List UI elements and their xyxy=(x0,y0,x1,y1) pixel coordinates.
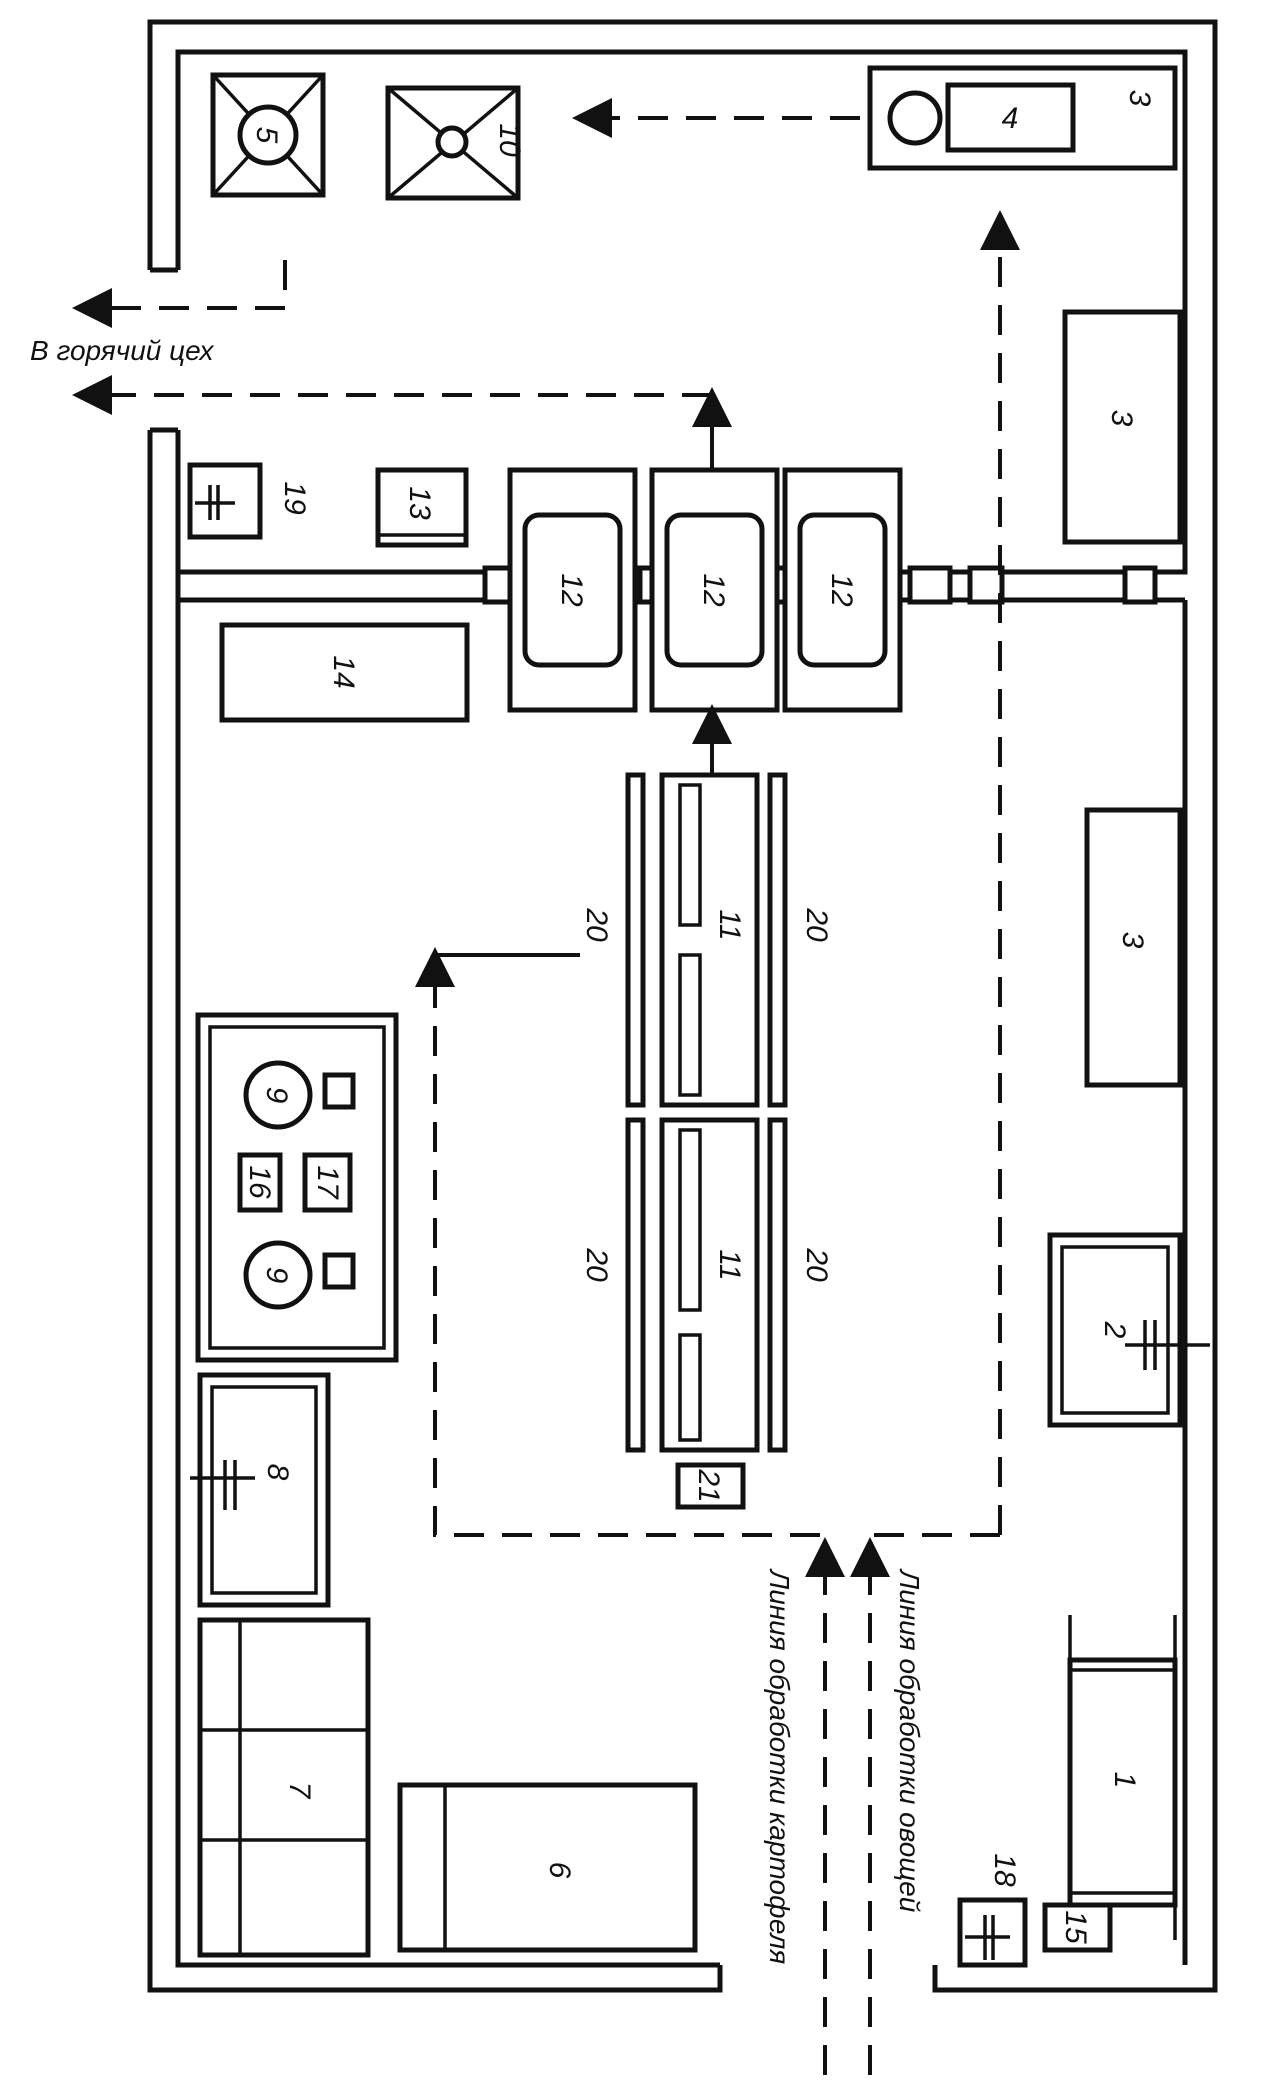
equipment-7: 7 xyxy=(197,1617,371,1958)
equipment-3-upper: 3 xyxy=(1062,309,1183,545)
label-10: 10 xyxy=(493,123,526,157)
label-4: 4 xyxy=(1002,102,1019,135)
label-1: 1 xyxy=(1108,1772,1141,1789)
label-12c: 12 xyxy=(825,573,858,607)
potato-line-label: Линия обработки картофеля xyxy=(764,1568,795,1964)
walls xyxy=(147,19,1218,1993)
equipment-3-4: 4 3 xyxy=(867,65,1178,171)
equipment-2: 2 xyxy=(1047,1232,1210,1428)
label-12b: 12 xyxy=(697,573,730,607)
equipment-12-left: 12 xyxy=(507,467,638,713)
label-11a: 11 xyxy=(713,909,746,940)
label-5: 5 xyxy=(250,127,283,144)
equipment-21: 21 xyxy=(675,1462,746,1510)
equipment-1: 1 xyxy=(1067,1615,1178,1940)
label-18: 18 xyxy=(988,1853,1021,1887)
label-9b: 9 xyxy=(260,1267,293,1284)
equipment-9-16-17: 9 16 17 9 xyxy=(195,1012,399,1363)
label-21: 21 xyxy=(692,1468,725,1502)
equipment-18: 18 xyxy=(957,1853,1028,1968)
vegetable-line-label: Линия обработки овощей xyxy=(894,1568,925,1913)
equipment-10: 10 xyxy=(385,85,526,201)
label-3b: 3 xyxy=(1105,410,1138,427)
label-20b: 20 xyxy=(580,1247,613,1282)
equipment-13: 13 xyxy=(375,467,469,548)
label-7: 7 xyxy=(283,1782,316,1800)
equipment-15: 15 xyxy=(1042,1902,1113,1953)
label-6: 6 xyxy=(543,1862,576,1879)
equipment-14: 14 xyxy=(219,622,470,723)
label-20a: 20 xyxy=(580,907,613,942)
equipment-12-right: 12 xyxy=(782,467,903,713)
label-11b: 11 xyxy=(713,1249,746,1280)
label-17: 17 xyxy=(311,1165,344,1200)
equipment-3-lower: 3 xyxy=(1084,807,1183,1088)
equipment-12-mid: 12 xyxy=(649,467,780,713)
label-12a: 12 xyxy=(555,573,588,607)
equipment-6: 6 xyxy=(397,1782,698,1953)
equipment-19: 19 xyxy=(187,462,311,540)
label-20c: 20 xyxy=(800,907,833,942)
label-2: 2 xyxy=(1098,1321,1131,1339)
flow-arrows xyxy=(72,98,1020,2075)
equipment-5: 5 xyxy=(210,72,326,198)
label-3a: 3 xyxy=(1123,90,1156,107)
label-3c: 3 xyxy=(1116,932,1149,949)
label-13: 13 xyxy=(403,486,436,520)
label-14: 14 xyxy=(327,655,360,688)
label-15: 15 xyxy=(1059,1910,1092,1944)
hot-shop-label: В горячий цех xyxy=(30,335,215,366)
label-20d: 20 xyxy=(800,1247,833,1282)
label-16: 16 xyxy=(243,1165,276,1199)
equipment-11-20-line: 11 11 20 20 20 20 xyxy=(580,772,833,1453)
label-9a: 9 xyxy=(260,1087,293,1104)
label-8: 8 xyxy=(261,1464,294,1481)
label-19: 19 xyxy=(278,481,311,515)
equipment-8: 8 xyxy=(190,1372,331,1608)
